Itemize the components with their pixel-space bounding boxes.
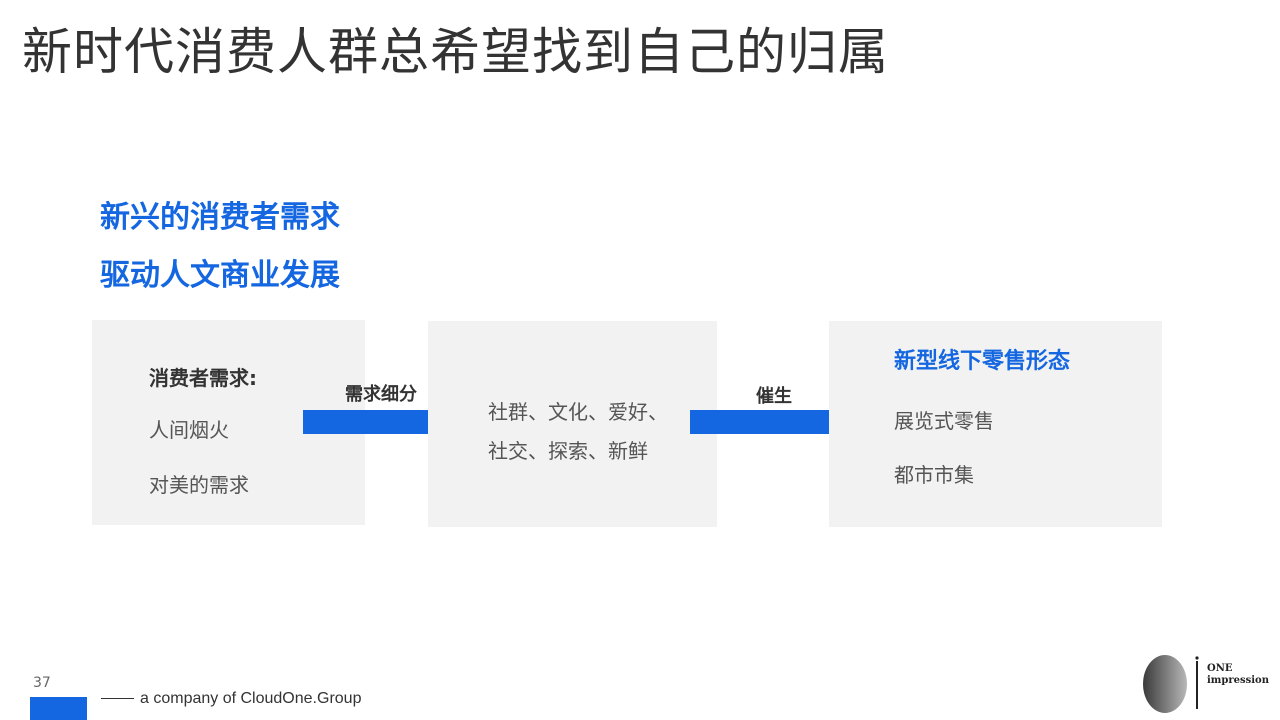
new-retail-item: 展览式零售: [894, 409, 994, 433]
subtitle-line-1: 新兴的消费者需求: [100, 200, 340, 235]
footer-accent-block: [30, 697, 87, 720]
tagline-rule: [101, 698, 134, 699]
logo-text-line-1: ONE: [1207, 663, 1233, 674]
company-tagline-text: a company of CloudOne.Group: [140, 690, 362, 707]
consumer-demand-item: 对美的需求: [149, 473, 249, 497]
consumer-demand-item: 人间烟火: [149, 418, 229, 442]
arrow-label-generate: 催生: [756, 386, 792, 407]
logo-text: ONE impression: [1207, 663, 1269, 687]
arrow-right-icon: [303, 396, 475, 448]
consumer-demand-heading: 消费者需求:: [149, 366, 257, 390]
new-retail-box: 新型线下零售形态 展览式零售 都市市集: [829, 321, 1162, 527]
page-number: 37: [33, 675, 51, 691]
slide-title: 新时代消费人群总希望找到自己的归属: [22, 23, 889, 81]
segmentation-box: 社群、文化、爱好、 社交、探索、新鲜: [428, 321, 717, 527]
company-tagline: a company of CloudOne.Group: [101, 690, 361, 708]
new-retail-item: 都市市集: [894, 463, 974, 487]
segmentation-line: 社交、探索、新鲜: [488, 439, 648, 463]
logo-text-line-2: impression: [1207, 675, 1270, 686]
subtitle-line-2: 驱动人文商业发展: [100, 258, 340, 293]
new-retail-heading: 新型线下零售形态: [894, 349, 1071, 374]
one-impression-logo-icon: [1143, 655, 1199, 713]
segmentation-line: 社群、文化、爱好、: [488, 400, 668, 424]
arrow-label-demand-segmentation: 需求细分: [345, 384, 417, 405]
arrow-right-icon: [690, 396, 873, 448]
